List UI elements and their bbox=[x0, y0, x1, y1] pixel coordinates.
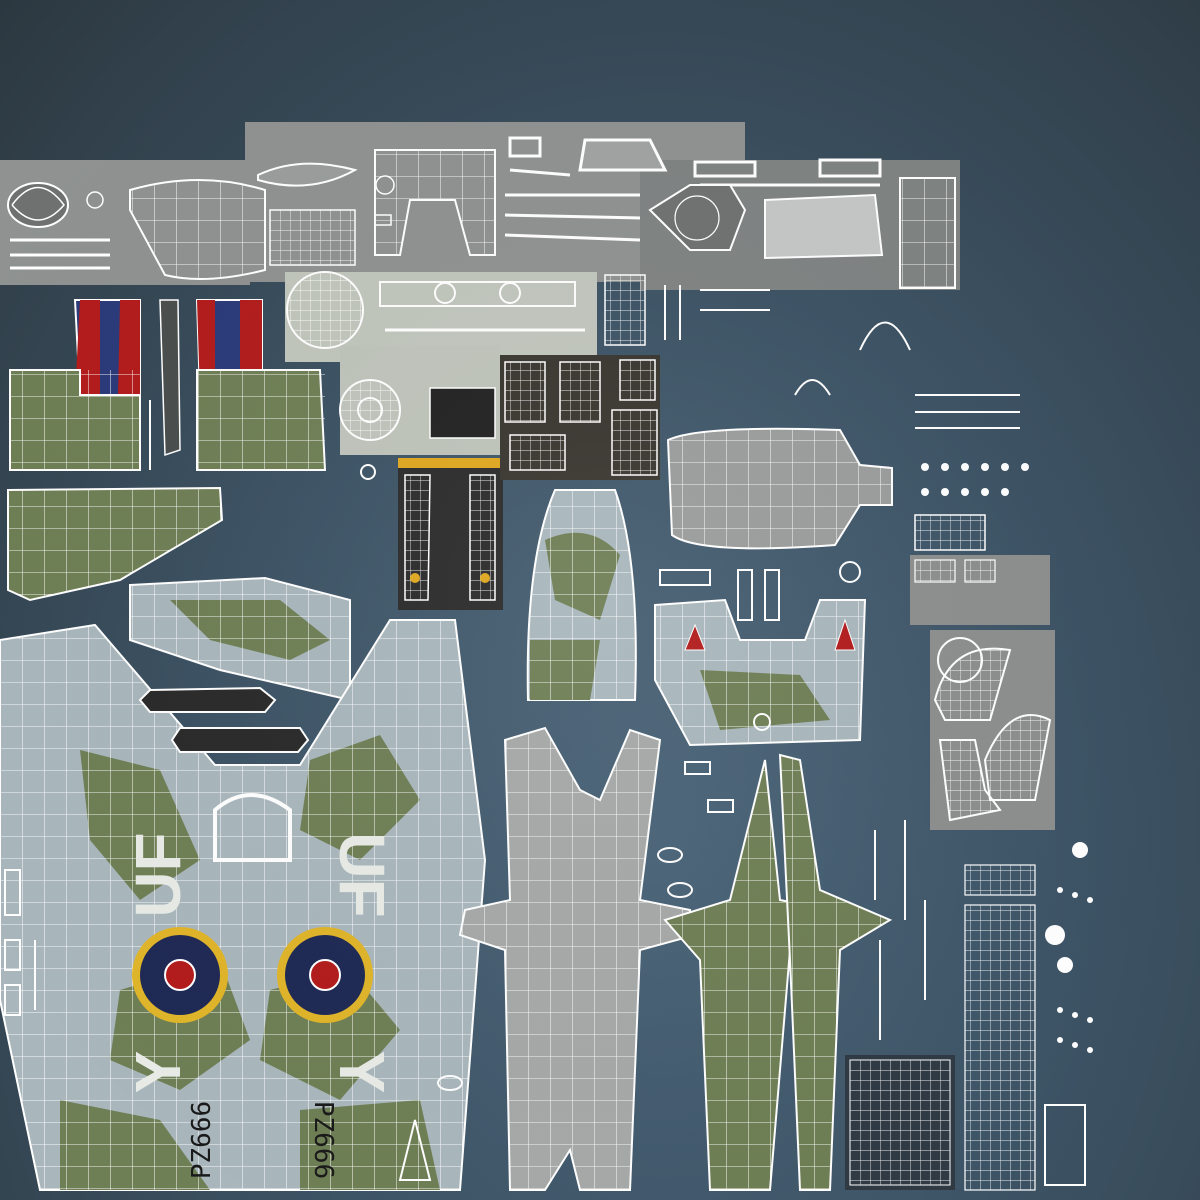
uv-texture-atlas: UF Y UF Y PZ666 PZ666 bbox=[0, 0, 1200, 1200]
lighting-overlay bbox=[0, 0, 1200, 1200]
